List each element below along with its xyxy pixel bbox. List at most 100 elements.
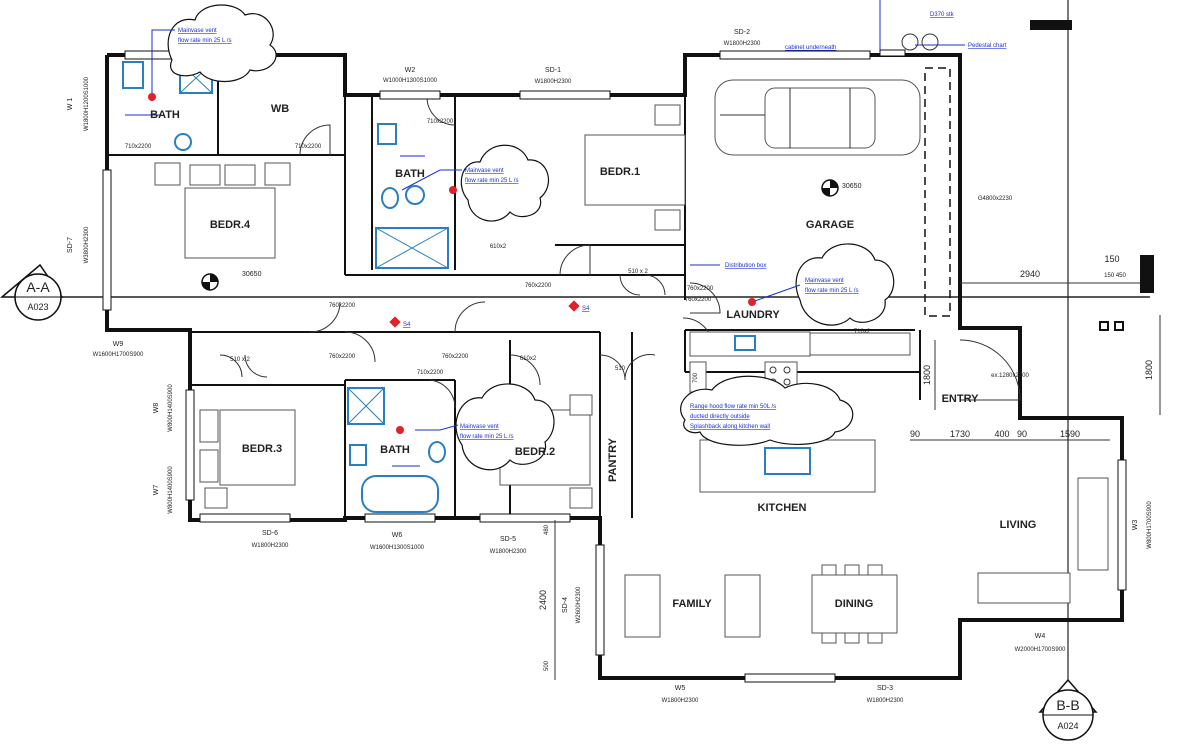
label-door-760-e: 760x2200 bbox=[442, 354, 469, 360]
label-door-710-laundry: 710x2 bbox=[854, 329, 871, 335]
label-door-610-a: 610x2 bbox=[490, 244, 507, 250]
label-door-760-d: 760x2200 bbox=[329, 354, 356, 360]
label-sd5: SD-5 bbox=[500, 536, 516, 543]
label-w9-size: W1600H1700S900 bbox=[93, 352, 144, 358]
label-sd2: SD-2 bbox=[734, 29, 750, 36]
label-s4-b: S4 bbox=[582, 306, 590, 312]
section-aa-title: A-A bbox=[26, 279, 50, 295]
dim-1800-b: 1800 bbox=[1144, 360, 1154, 380]
garage-car bbox=[714, 79, 921, 156]
dim-480: 480 bbox=[544, 524, 550, 535]
label-door-610-b: 610x2 bbox=[520, 356, 537, 362]
doors bbox=[219, 96, 1021, 409]
label-door-760-a: 760x2200 bbox=[329, 303, 356, 309]
dim-2940: 2940 bbox=[1020, 269, 1040, 279]
label-w4-size: W2000H1700S900 bbox=[1015, 647, 1066, 653]
blue-notes: Mainvase vent flow rate min 25 L /s Main… bbox=[178, 12, 1007, 440]
label-w1: W 1 bbox=[67, 98, 74, 111]
note-vent-lnd-2: flow rate min 25 L /s bbox=[805, 288, 858, 294]
note-vent-low-1: Mainvase vent bbox=[460, 424, 499, 430]
room-label-bath-low: BATH bbox=[380, 444, 410, 456]
label-w7-size: W800H1400S900 bbox=[168, 466, 174, 514]
label-sd4-size: W2600H2300 bbox=[576, 586, 582, 623]
label-w9: W9 bbox=[113, 341, 124, 348]
door-size-labels: 710x2200 710x2200 710x2200 710x2200 760x… bbox=[125, 119, 871, 383]
kitchen-island bbox=[699, 439, 876, 493]
dim-150-450: 150 450 bbox=[1104, 273, 1126, 279]
label-door-710-c: 710x2200 bbox=[427, 119, 454, 125]
room-label-bedr4: BEDR.4 bbox=[210, 219, 251, 231]
room-label-family: FAMILY bbox=[672, 598, 712, 610]
opening-labels: W 1 W1800H1200S1000 W2 W1000H1300S1000 S… bbox=[67, 29, 1153, 704]
note-vent-mid-1: Mainvase vent bbox=[465, 168, 504, 174]
room-label-garage: GARAGE bbox=[806, 219, 854, 231]
elevation-marker-b bbox=[821, 179, 839, 197]
note-clouds bbox=[167, 4, 895, 471]
label-sd5-size: W1800H2300 bbox=[490, 549, 527, 555]
room-label-kitchen: KITCHEN bbox=[758, 502, 807, 514]
room-labels: BATH WB BATH BEDR.1 BEDR.4 GARAGE LAUNDR… bbox=[150, 103, 1036, 610]
leader-lines bbox=[151, 0, 965, 431]
label-w1-size: W1800H1200S1000 bbox=[84, 76, 90, 131]
label-sd3-size: W1800H2300 bbox=[867, 698, 904, 704]
room-label-pantry: PANTRY bbox=[607, 437, 619, 482]
label-700: 700 bbox=[693, 372, 699, 383]
note-vent-mid-2: flow rate min 25 L /s bbox=[465, 178, 518, 184]
room-label-bath-mid: BATH bbox=[395, 168, 425, 180]
garage-door-outline bbox=[924, 67, 951, 317]
note-distribution-box: Distribution box bbox=[725, 263, 766, 269]
label-sd2-size: W1800H2300 bbox=[724, 41, 761, 47]
dimension-lines bbox=[554, 282, 1161, 680]
dim-1590: 1590 bbox=[1060, 429, 1080, 439]
bed-bedr4 bbox=[154, 162, 291, 259]
label-w8: W8 bbox=[153, 403, 160, 414]
label-w3: W3 bbox=[1132, 520, 1139, 531]
section-bubble-aa: A-A A023 bbox=[0, 263, 64, 321]
label-w7: W7 bbox=[153, 485, 160, 496]
label-w6-size: W1600H1300S1000 bbox=[370, 545, 425, 551]
label-door-760-f: 760x2200 bbox=[687, 286, 714, 292]
dim-150: 150 bbox=[1104, 254, 1119, 264]
label-sd4: SD-4 bbox=[562, 597, 569, 613]
section-aa-ref: A023 bbox=[27, 302, 48, 312]
dim-2400: 2400 bbox=[538, 590, 548, 610]
note-range-2: ducted directly outside bbox=[690, 414, 750, 420]
section-end-top bbox=[1030, 20, 1072, 30]
label-door-710-d: 710x2200 bbox=[417, 370, 444, 376]
meter-box-a bbox=[1099, 321, 1109, 331]
dining-table bbox=[811, 564, 898, 644]
label-w3-size: W800H1700S900 bbox=[1147, 501, 1153, 549]
room-label-bedr3: BEDR.3 bbox=[242, 443, 282, 455]
label-sd6-size: W1800H2300 bbox=[252, 543, 289, 549]
note-pedestal: Pedestal chart bbox=[968, 43, 1007, 49]
dim-1800-a: 1800 bbox=[922, 365, 932, 385]
sofas bbox=[624, 477, 1109, 638]
label-door-510-c: 510 bbox=[615, 366, 626, 372]
label-sd1: SD-1 bbox=[545, 67, 561, 74]
room-label-bedr2: BEDR.2 bbox=[515, 446, 555, 458]
north-block bbox=[1140, 255, 1154, 293]
bed-bedr3 bbox=[199, 409, 296, 509]
section-bubble-bb: B-B A024 bbox=[1038, 678, 1098, 741]
label-door-510-a: 510 x 2 bbox=[628, 269, 648, 275]
cylinder-symbol bbox=[879, 33, 939, 57]
dim-90-b: 90 bbox=[1017, 429, 1027, 439]
note-range-3: Splashback along kitchen wall bbox=[690, 424, 770, 430]
label-w2: W2 bbox=[405, 67, 416, 74]
dim-500: 500 bbox=[544, 660, 550, 671]
label-w4: W4 bbox=[1035, 633, 1046, 640]
note-vent-top-1: Mainvase vent bbox=[178, 28, 217, 34]
dimension-texts: 150 150 450 2940 1800 1800 90 1730 400 9… bbox=[538, 254, 1154, 671]
label-garage-door: G4800x2230 bbox=[978, 196, 1013, 202]
note-cylinder: D370 stk bbox=[930, 12, 955, 18]
label-elevation-b: 30650 bbox=[842, 183, 862, 190]
label-w2-size: W1000H1300S1000 bbox=[383, 78, 438, 84]
room-label-bedr1: BEDR.1 bbox=[600, 166, 640, 178]
label-sd1-size: W1800H2300 bbox=[535, 79, 572, 85]
window-marks bbox=[102, 50, 1127, 683]
room-label-wb: WB bbox=[271, 103, 289, 115]
label-sd7-size: W3800H2300 bbox=[84, 226, 90, 263]
note-vent-top-2: flow rate min 25 L /s bbox=[178, 38, 231, 44]
label-entry-door: ex.1280x2300 bbox=[991, 373, 1029, 379]
label-door-760-c: 760x2200 bbox=[685, 297, 712, 303]
